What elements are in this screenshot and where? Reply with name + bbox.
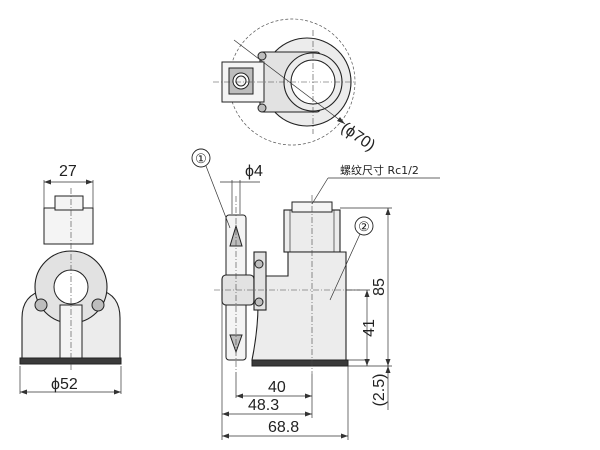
dim-48-3-label: 48.3 (248, 397, 279, 414)
side-view-bolt-top (254, 259, 264, 269)
dim-68-8-arrow-right (341, 433, 348, 439)
dim-52-arrow-right (114, 389, 121, 395)
dim-41-arrow-bottom (364, 359, 370, 366)
dim-2-5-arrow (385, 366, 391, 373)
dim-48-3-arrow-left (222, 411, 229, 417)
top-view-diameter-leader (233, 39, 346, 125)
dim-85-arrow-bottom (385, 359, 391, 366)
front-view-top-cap (54, 195, 84, 211)
dim-27-arrow-left (44, 179, 51, 185)
dim-27-label: 27 (59, 163, 77, 180)
top-view-diameter-arrow (337, 117, 345, 124)
balloon-1-label: ① (195, 151, 207, 166)
side-view: ϕ4 螺纹尺寸 Rc1/2 ① ② 85 (191, 148, 440, 440)
dim-27-arrow-right (86, 179, 93, 185)
dim-52-label: ϕ52 (51, 376, 78, 393)
top-view-nut-inner (235, 75, 247, 87)
side-view-bolt-bottom (254, 297, 264, 307)
front-view-base-plate (19, 357, 122, 365)
balloon-1 (191, 148, 211, 168)
dim-41-arrow-top (364, 290, 370, 297)
top-view-bolt-2 (257, 103, 267, 113)
dim-41-label: 41 (361, 319, 378, 337)
dim-40-label: 40 (268, 379, 286, 396)
side-view-base-plate (251, 359, 349, 367)
top-view-bolt-1 (257, 51, 267, 61)
dim-68-8-label: 68.8 (268, 419, 299, 436)
dim-48-3-arrow-right (305, 411, 312, 417)
top-diameter-label: (ϕ70) (338, 119, 378, 154)
balloon-2-label: ② (358, 219, 370, 234)
dim-phi4-label: ϕ4 (245, 163, 263, 180)
dim-40-arrow-left (236, 393, 243, 399)
dim-85-arrow-top (385, 208, 391, 215)
front-view-bolt-right (91, 298, 105, 312)
balloon-2 (354, 216, 374, 236)
top-view: (ϕ70) (213, 18, 378, 155)
front-view-bolt-left (34, 298, 48, 312)
front-view: 27 ϕ52 (19, 163, 122, 395)
thread-leader-diag (311, 177, 329, 205)
dim-68-8-arrow-left (222, 433, 229, 439)
dim-52-arrow-left (20, 389, 27, 395)
dim-40-arrow-right (305, 393, 312, 399)
balloon-1-leader (205, 165, 231, 229)
front-view-top-fitting (43, 207, 94, 245)
dim-2-5-label: (2.5) (371, 374, 388, 407)
thread-note: 螺纹尺寸 Rc1/2 (340, 163, 419, 177)
dim-85-label: 85 (371, 278, 388, 296)
balloon-2-leader (329, 233, 361, 301)
